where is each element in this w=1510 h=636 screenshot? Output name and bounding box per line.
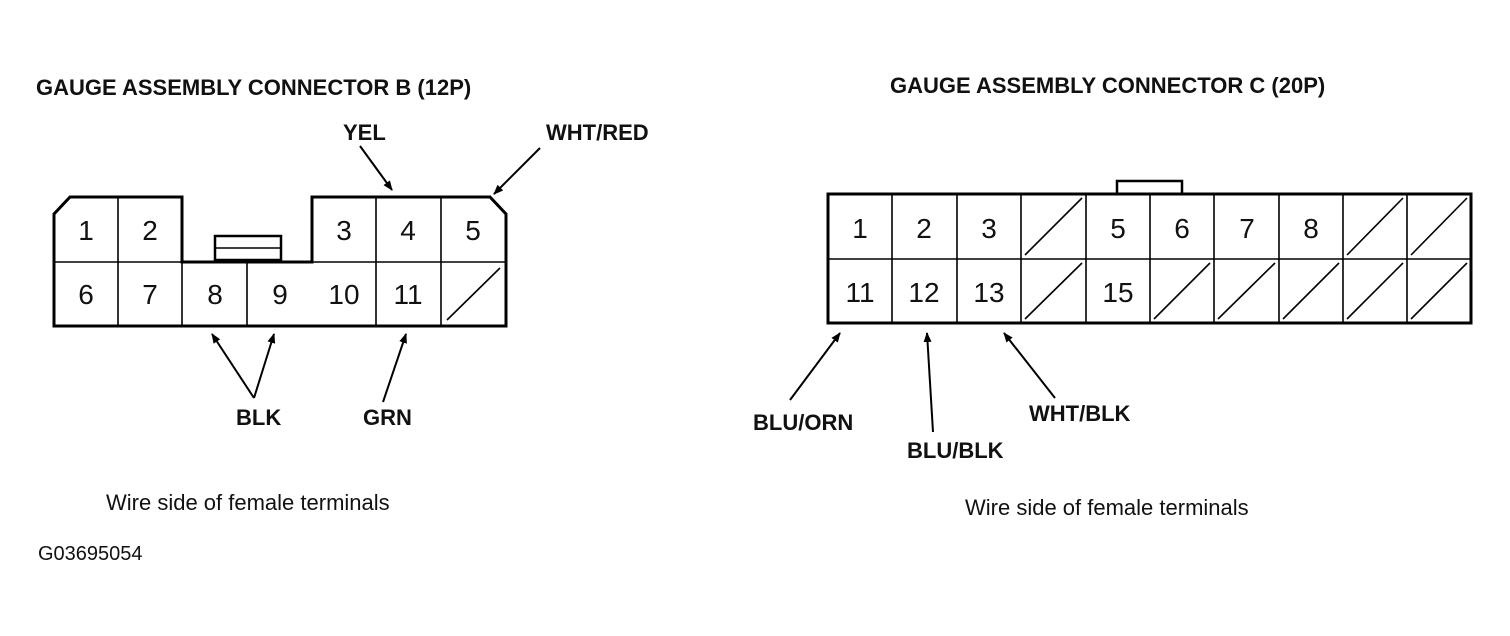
connector-b-pins: 1 2 3 4 5 6 7 8 9 10 11 (78, 215, 481, 310)
wire-label-blk: BLK (236, 405, 281, 430)
pin-b-4: 4 (400, 215, 416, 246)
connector-b-wire-callouts: YEL WHT/RED BLK GRN (211, 120, 649, 430)
pin-b-8: 8 (207, 279, 223, 310)
pin-b-6: 6 (78, 279, 94, 310)
connector-c-wire-callouts: BLU/ORN BLU/BLK WHT/BLK (753, 332, 1131, 463)
wire-label-wht-blk: WHT/BLK (1029, 401, 1131, 426)
pin-c-5: 5 (1110, 213, 1126, 244)
connector-c-caption: Wire side of female terminals (965, 495, 1249, 520)
connector-c-title: GAUGE ASSEMBLY CONNECTOR C (20P) (890, 73, 1325, 98)
wire-label-blu-orn: BLU/ORN (753, 410, 853, 435)
figure-code: G03695054 (38, 543, 143, 565)
pin-c-1: 1 (852, 213, 868, 244)
wire-label-blu-blk: BLU/BLK (907, 438, 1004, 463)
arrow-blu-blk (923, 332, 934, 433)
connector-b-empty-cavity (446, 267, 501, 321)
connector-c-housing (826, 179, 1473, 325)
pin-c-15: 15 (1102, 277, 1133, 308)
pin-c-2: 2 (916, 213, 932, 244)
wire-label-wht-red: WHT/RED (546, 120, 649, 145)
pin-c-8: 8 (1303, 213, 1319, 244)
pin-c-3: 3 (981, 213, 997, 244)
arrow-blk-pin8 (211, 333, 255, 399)
arrow-yel (359, 145, 393, 191)
arrow-blu-orn (789, 332, 841, 401)
pin-b-11: 11 (393, 279, 422, 310)
pin-b-7: 7 (142, 279, 158, 310)
wire-label-yel: YEL (343, 120, 386, 145)
arrow-wht-red (493, 147, 541, 195)
connector-b-housing (52, 195, 508, 328)
pin-c-7: 7 (1239, 213, 1255, 244)
pin-c-13: 13 (973, 277, 1004, 308)
pin-b-5: 5 (465, 215, 481, 246)
pin-c-11: 11 (845, 277, 874, 308)
pin-b-9: 9 (272, 279, 288, 310)
pin-c-12: 12 (908, 277, 939, 308)
connector-c-pins: 1 2 3 5 6 7 8 11 12 13 15 (845, 213, 1318, 308)
connector-c-latch (1115, 179, 1184, 196)
pin-b-2: 2 (142, 215, 158, 246)
wire-label-grn: GRN (363, 405, 412, 430)
pin-b-3: 3 (336, 215, 352, 246)
connector-b-caption: Wire side of female terminals (106, 490, 390, 515)
arrow-blk-pin9 (253, 333, 276, 399)
arrow-wht-blk (1003, 332, 1056, 399)
arrow-grn (382, 333, 407, 403)
pin-b-1: 1 (78, 215, 94, 246)
connector-b-title: GAUGE ASSEMBLY CONNECTOR B (12P) (36, 75, 471, 100)
pin-c-6: 6 (1174, 213, 1190, 244)
pin-b-10: 10 (328, 279, 359, 310)
